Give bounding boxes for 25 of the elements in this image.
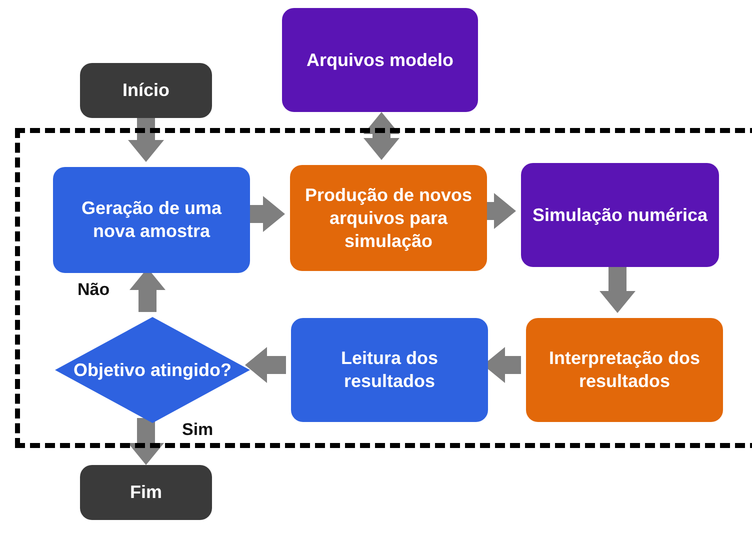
process-box xyxy=(80,465,212,520)
process-box xyxy=(80,63,212,118)
block-arrow xyxy=(364,112,400,160)
node-text: Produção de novos arquivos para simulação xyxy=(304,184,474,252)
node-text: Geração de uma nova amostra xyxy=(80,197,223,243)
process-box xyxy=(53,167,250,273)
block-arrow xyxy=(128,418,164,465)
edge-label: Sim xyxy=(182,420,214,440)
decision-diamond xyxy=(55,317,250,423)
block-arrow xyxy=(245,347,286,383)
process-box xyxy=(291,318,488,422)
block-arrow xyxy=(128,118,164,162)
node-text: Início xyxy=(121,79,170,102)
process-box xyxy=(521,163,719,267)
node-text: Objetivo atingido? xyxy=(72,358,232,382)
node-text: Fim xyxy=(128,481,163,504)
process-box xyxy=(290,165,487,271)
process-box xyxy=(282,8,478,112)
node-text: Leitura dos resultados xyxy=(340,347,439,393)
node-text: Simulação numérica xyxy=(531,204,709,226)
node-text: Interpretação dos resultados xyxy=(548,347,702,393)
edge-label: Não xyxy=(78,280,110,300)
dashed-region-box xyxy=(15,128,752,448)
process-box xyxy=(526,318,723,422)
node-text: Arquivos modelo xyxy=(305,48,454,72)
